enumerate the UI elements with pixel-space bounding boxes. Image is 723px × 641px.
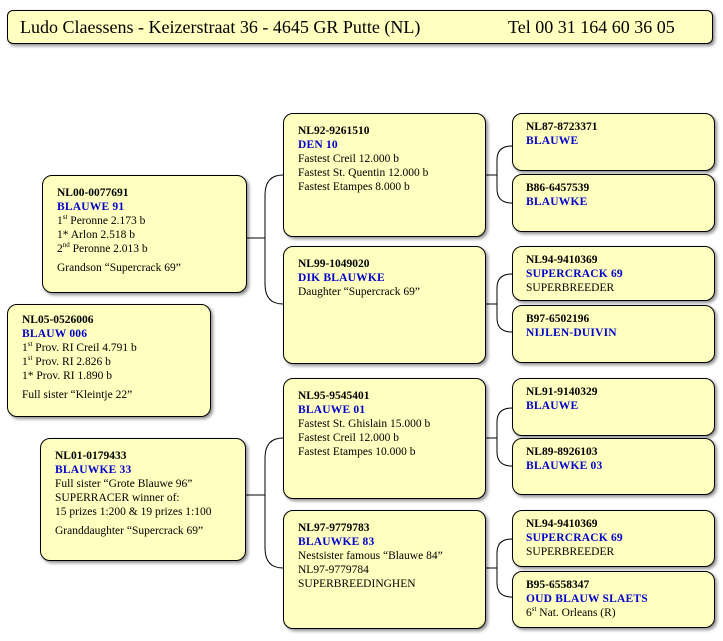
info-line: Fastest Creil 12.000 b [298,432,399,444]
ring-number: NL01-0179433 [55,450,127,462]
ring-number: NL97-9779783 [298,522,370,534]
pedigree-box-mf: NL95-9545401 BLAUWE 01 Fastest St. Ghisl… [283,378,486,499]
ring-number: NL99-1049020 [298,258,370,270]
pedigree-box-mfm: NL89-8926103 BLAUWKE 03 [512,438,715,495]
result-line: 1* Arlon 2.518 b [57,229,135,241]
ring-number: NL94-9410369 [526,518,598,530]
pigeon-name: BLAUWE [526,400,579,412]
pigeon-name: BLAUWE 91 [57,201,125,213]
pigeon-name: BLAUW 006 [22,328,88,340]
connector-mm-parents [486,538,513,598]
ring-number: NL91-9140329 [526,386,598,398]
pedigree-box-ffm: B86-6457539 BLAUWKE [512,174,715,232]
info-line: Daughter “Supercrack 69” [298,286,420,298]
pigeon-name: DIK BLAUWKE [298,272,385,284]
pigeon-name: BLAUWKE 83 [298,536,375,548]
pigeon-name: NIJLEN-DUIVIN [526,327,617,339]
breeder-telephone: Tel 00 31 164 60 36 05 [508,17,675,37]
connector-father-parents [247,174,284,305]
pigeon-name: OUD BLAUW SLAETS [526,593,648,605]
connector-ff-parents [486,145,513,204]
pigeon-name: BLAUWKE 33 [55,464,132,476]
ring-number: NL05-0526006 [22,314,94,326]
pedigree-box-mm: NL97-9779783 BLAUWKE 83 Nestsister famou… [283,510,486,629]
info-line: SUPERBREEDER [526,282,615,294]
ring-number: NL92-9261510 [298,125,370,137]
pedigree-box-ff: NL92-9261510 DEN 10 Fastest Creil 12.000… [283,113,486,237]
connector-mf-parents [486,407,513,467]
ring-number: B95-6558347 [526,579,590,591]
info-line: NL97-9779784 [298,564,369,576]
result-line: 1st Peronne 2.173 b [57,213,146,227]
result-line: 1st Prov. RI 2.826 b [22,354,111,368]
pedigree-box-mmm: B95-6558347 OUD BLAUW SLAETS 6st Nat. Or… [512,571,715,628]
breeder-address: Ludo Claessens - Keizerstraat 36 - 4645 … [20,17,421,37]
ring-number: NL94-9410369 [526,254,598,266]
info-line: SUPERBREEDER [526,546,615,558]
ring-number: NL00-0077691 [57,187,129,199]
ring-number: NL95-9545401 [298,390,370,402]
info-line: SUPERBREEDINGHEN [298,578,416,590]
pedigree-box-fm: NL99-1049020 DIK BLAUWKE Daughter “Super… [283,246,486,364]
info-line: Fastest Etampes 10.000 b [298,446,416,458]
info-line: 15 prizes 1:200 & 19 prizes 1:100 [55,506,212,518]
pigeon-note: Granddaughter “Supercrack 69” [55,525,204,537]
info-line: Fastest St. Ghislain 15.000 b [298,418,431,430]
pedigree-box-fmf: NL94-9410369 SUPERCRACK 69 SUPERBREEDER [512,246,715,301]
pigeon-name: BLAUWKE 03 [526,460,603,472]
pigeon-name: BLAUWE 01 [298,404,366,416]
pigeon-note: Grandson “Supercrack 69” [57,262,181,274]
connector-fm-parents [486,273,513,333]
pigeon-name: DEN 10 [298,139,338,151]
connector-mother-parents [246,437,284,569]
pigeon-note: Full sister “Kleintje 22” [22,389,133,401]
ring-number: B86-6457539 [526,182,590,194]
result-line: 1* Prov. RI 1.890 b [22,370,112,382]
header-bar: Ludo Claessens - Keizerstraat 36 - 4645 … [7,10,713,44]
ring-number: NL87-8723371 [526,121,598,133]
pedigree-box-father: NL00-0077691 BLAUWE 91 1st Peronne 2.173… [42,175,247,293]
ring-number: NL89-8926103 [526,446,598,458]
result-line: 2nd Peronne 2.013 b [57,241,148,255]
info-line: Fastest Etampes 8.000 b [298,181,410,193]
pedigree-box-mother: NL01-0179433 BLAUWKE 33 Full sister “Gro… [40,438,246,561]
ring-number: B97-6502196 [526,313,590,325]
result-line: 1st Prov. RI Creil 4.791 b [22,340,137,354]
pigeon-name: BLAUWKE [526,196,588,208]
info-line: Full sister “Grote Blauwe 96” [55,478,193,490]
pedigree-box-mmf: NL94-9410369 SUPERCRACK 69 SUPERBREEDER [512,510,715,567]
pigeon-name: BLAUWE [526,135,579,147]
pedigree-box-pigeon: NL05-0526006 BLAUW 006 1st Prov. RI Crei… [7,304,211,417]
pedigree-box-mff: NL91-9140329 BLAUWE [512,378,715,436]
info-line: SUPERRACER winner of: [55,492,180,504]
info-line: Fastest Creil 12.000 b [298,153,399,165]
pedigree-box-fmm: B97-6502196 NIJLEN-DUIVIN [512,305,715,363]
pigeon-name: SUPERCRACK 69 [526,268,623,280]
info-line: Fastest St. Quentin 12.000 b [298,167,429,179]
info-line: Nestsister famous “Blauwe 84” [298,550,443,562]
result-line: 6st Nat. Orleans (R) [526,605,616,619]
pigeon-name: SUPERCRACK 69 [526,532,623,544]
pedigree-box-fff: NL87-8723371 BLAUWE [512,113,715,171]
